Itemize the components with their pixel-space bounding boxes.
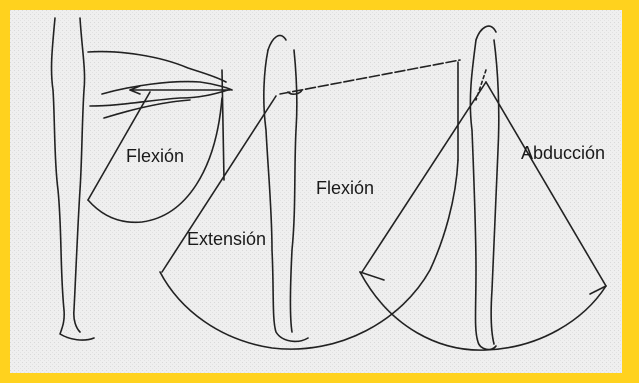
label-hip-flexion: Flexión bbox=[316, 178, 374, 199]
label-hip-extension: Extensión bbox=[187, 229, 266, 250]
label-knee-flexion: Flexión bbox=[126, 146, 184, 167]
diagram-panel: Flexión Flexión Extensión Abducción bbox=[10, 10, 622, 373]
label-hip-abduction: Abducción bbox=[521, 143, 605, 164]
